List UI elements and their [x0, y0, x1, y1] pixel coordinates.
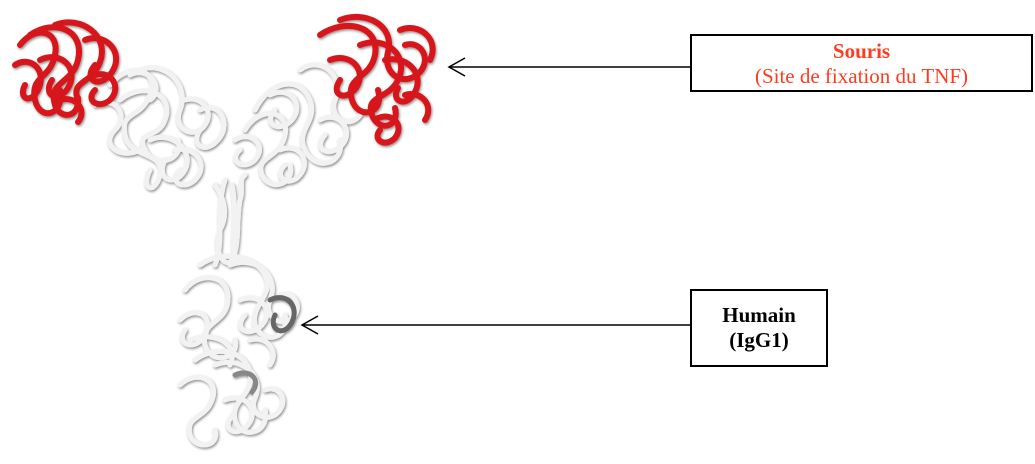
arrow-human	[300, 315, 690, 335]
hinge-region	[212, 172, 248, 268]
fc-dark-loop	[267, 295, 297, 334]
right-variable-domain-mouse	[317, 13, 436, 146]
label-mouse-subtitle: (Site de fixation du TNF)	[754, 64, 969, 88]
label-box-mouse: Souris (Site de fixation du TNF)	[690, 34, 1033, 92]
left-variable-domain-mouse	[12, 19, 120, 125]
fc-region-human	[177, 253, 300, 448]
left-fab-constant-human	[92, 65, 227, 190]
label-mouse-title: Souris	[832, 39, 891, 63]
label-human-subtitle: (IgG1)	[729, 328, 789, 352]
fc-dark-loop-lower	[232, 370, 259, 395]
right-fab-constant-human	[232, 62, 363, 187]
arrow-mouse	[447, 57, 690, 77]
label-box-human: Humain (IgG1)	[690, 289, 828, 367]
antibody-structure	[12, 13, 436, 448]
label-human-title: Humain	[722, 303, 796, 327]
